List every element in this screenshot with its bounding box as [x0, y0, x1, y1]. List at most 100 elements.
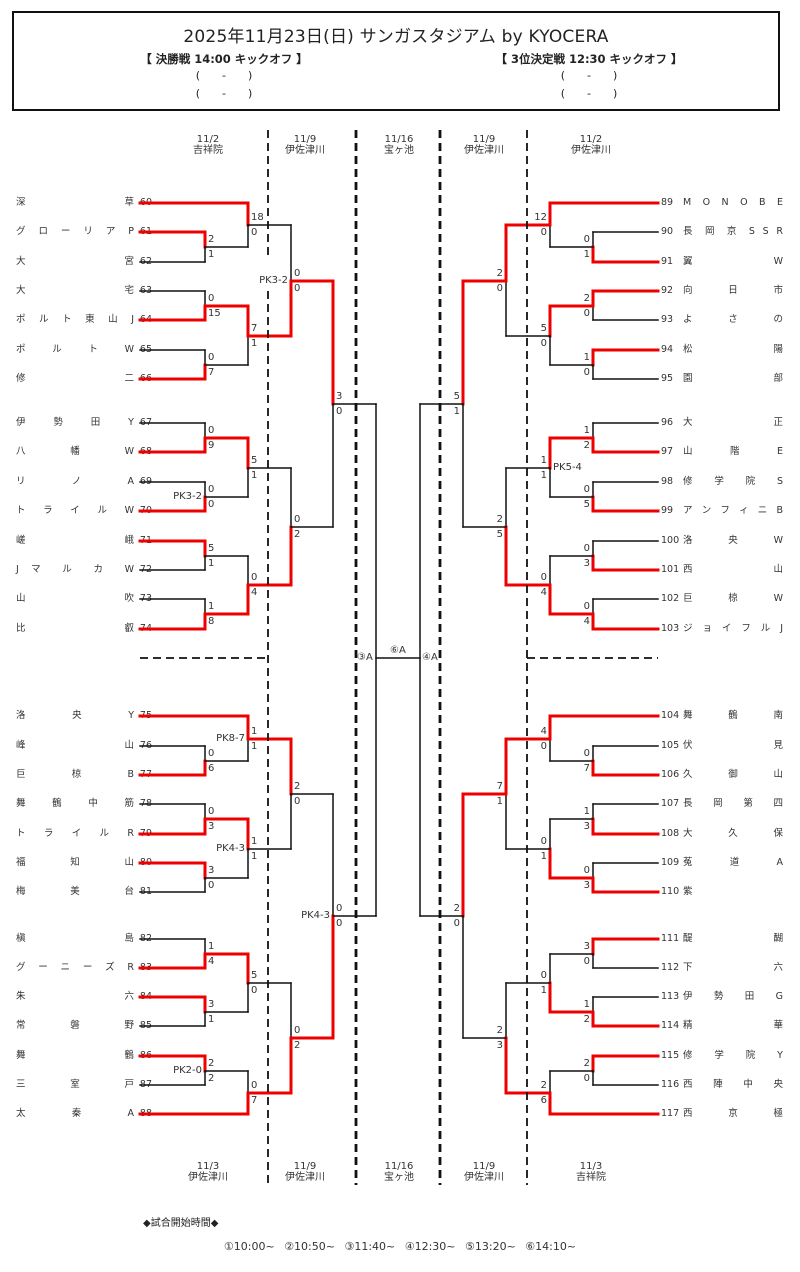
score-bottom: 1 — [208, 249, 215, 260]
score-bottom: 0 — [208, 880, 215, 891]
score-bottom: 8 — [208, 616, 215, 627]
team-name: 西 陣 中 央 — [683, 1079, 783, 1090]
team-name: 園 部 — [683, 373, 783, 384]
round-date: 11/3 — [579, 1161, 603, 1172]
team-number: 108 — [661, 828, 680, 839]
team-number: 109 — [661, 857, 680, 868]
team-name: 太 秦 A — [16, 1108, 134, 1119]
team-number: 90 — [661, 226, 674, 237]
team-name: 久 御 山 — [683, 769, 783, 780]
team-name: 長 岡 第 四 — [683, 798, 783, 809]
score-top: 0 — [540, 572, 547, 583]
score-top: 3 — [208, 865, 215, 876]
score-top: 2 — [208, 234, 215, 245]
score-top: 1 — [208, 941, 215, 952]
score-bottom: 0 — [496, 283, 503, 294]
team-name: 巨 椋 W — [683, 593, 783, 604]
score-bottom: 4 — [540, 587, 547, 598]
score-bottom: 4 — [251, 587, 258, 598]
round-date: 11/16 — [384, 1161, 414, 1172]
team-number: 95 — [661, 373, 674, 384]
round-date: 11/9 — [472, 134, 496, 145]
team-name: グ ロ ー リ ア P — [16, 226, 134, 237]
pk-result: PK4-3 — [216, 843, 245, 854]
pk-result: PK3-2 — [259, 275, 288, 286]
score-top: 0 — [208, 293, 215, 304]
score-bottom: 6 — [208, 763, 215, 774]
team-number: 92 — [661, 285, 674, 296]
final-pk-slot: ( - ) — [195, 87, 253, 100]
score-bottom: 3 — [496, 1040, 503, 1051]
score-top: 0 — [208, 425, 215, 436]
round-date: 11/3 — [196, 1161, 220, 1172]
team-number: 106 — [661, 769, 680, 780]
score-top: 0 — [583, 543, 590, 554]
score-bottom: 0 — [294, 283, 301, 294]
score-bottom: 2 — [294, 1040, 301, 1051]
team-name: 長 岡 京 S S R — [683, 226, 783, 237]
score-bottom: 0 — [208, 499, 215, 510]
score-top: 4 — [540, 726, 547, 737]
score-bottom: 1 — [208, 1014, 215, 1025]
team-name: M O N O B E — [683, 197, 783, 208]
score-bottom: 0 — [251, 227, 258, 238]
pk-result: PK4-3 — [301, 910, 330, 921]
team-number: 101 — [661, 564, 680, 575]
team-name: 伊 勢 田 G — [683, 991, 783, 1002]
round-date: 11/2 — [196, 134, 220, 145]
team-name: ア ン フ ィ ニ B — [683, 505, 783, 516]
score-bottom: 1 — [251, 851, 258, 862]
round-date: 11/9 — [472, 1161, 496, 1172]
team-number: 117 — [661, 1108, 680, 1119]
score-bottom: 1 — [251, 741, 258, 752]
score-top: 2 — [208, 1058, 215, 1069]
team-name: 八 幡 W — [16, 446, 134, 457]
team-number: 103 — [661, 623, 680, 634]
score-top: 5 — [251, 455, 258, 466]
score-top: 2 — [583, 1058, 590, 1069]
team-name: 舞 鶴 — [16, 1050, 134, 1061]
team-name: 大 宮 — [16, 256, 134, 267]
team-row: 95 園 部 — [661, 372, 783, 386]
score-top: 3 — [336, 391, 343, 402]
score-bottom: 0 — [583, 956, 590, 967]
team-number: 112 — [661, 962, 680, 973]
team-name: 槇 島 — [16, 933, 134, 944]
score-bottom: 7 — [251, 1095, 258, 1106]
score-top: 2 — [496, 514, 503, 525]
score-top: 2 — [496, 1025, 503, 1036]
team-number: 105 — [661, 740, 680, 751]
team-number: 113 — [661, 991, 680, 1002]
team-name: ト ラ イ ル R — [16, 828, 134, 839]
team-name: 紫 — [683, 886, 693, 897]
score-bottom: 3 — [208, 821, 215, 832]
third-place-label: 【 3位決定戦 12:30 キックオフ 】 — [495, 52, 683, 66]
team-name: 嵯 峨 — [16, 535, 134, 546]
third-place-pk-slot: ( - ) — [560, 87, 618, 100]
team-name: ジ ョ イ フ ル J — [683, 623, 783, 634]
pk-result: PK3-2 — [173, 491, 202, 502]
score-top: 0 — [336, 903, 343, 914]
team-number: 89 — [661, 197, 674, 208]
score-top: 0 — [294, 268, 301, 279]
team-name: 梅 美 台 — [16, 886, 134, 897]
round-venue: 吉祥院 — [193, 145, 223, 156]
